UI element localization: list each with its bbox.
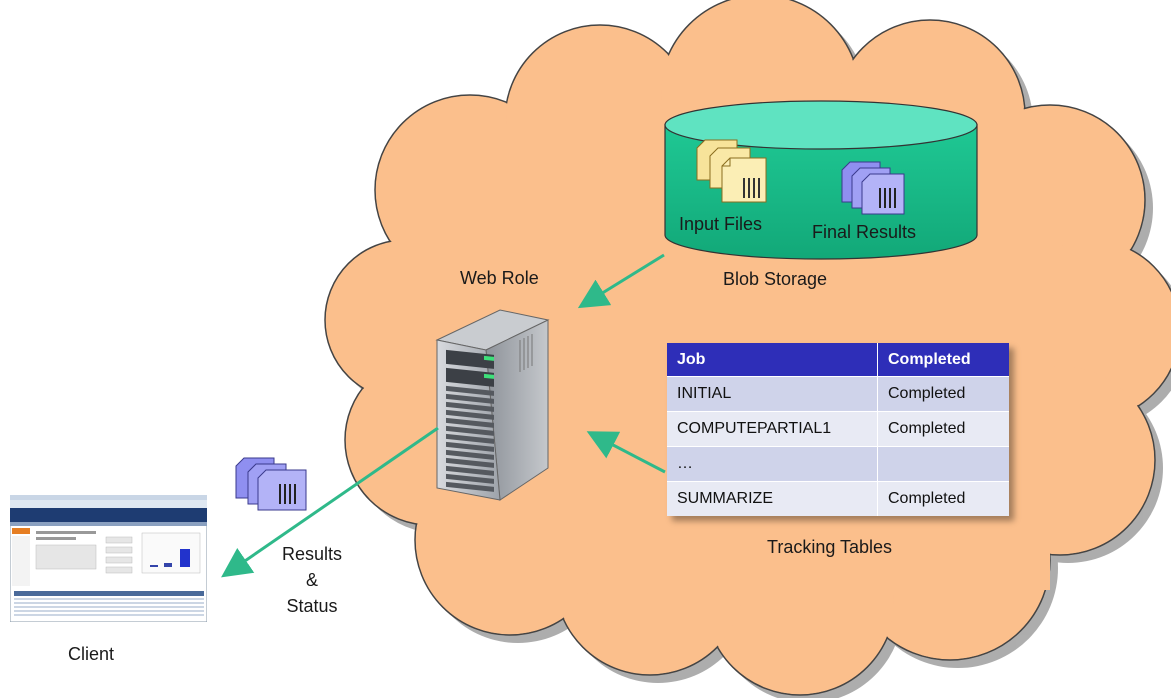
final-results-label: Final Results <box>812 222 917 242</box>
table-row: … <box>667 446 1009 482</box>
ampersand-line: & <box>305 570 318 590</box>
table-cell: Completed <box>877 411 1009 447</box>
results-files-icon <box>235 457 307 511</box>
blob-storage-label: Blob Storage <box>723 269 828 289</box>
final-results-icon <box>841 161 905 215</box>
table-cell <box>877 446 1009 482</box>
table-cell: Completed <box>877 481 1009 516</box>
web-role-label: Web Role <box>460 268 539 288</box>
column-header: Completed <box>877 343 1009 377</box>
server-icon <box>435 309 550 501</box>
arrow-webrole-to-client <box>221 426 439 578</box>
results-line: Results <box>281 544 343 564</box>
table-cell: … <box>667 446 878 482</box>
client-screenshot <box>10 495 207 622</box>
arrow-blob-to-webrole <box>577 253 665 309</box>
tracking-table: Job Completed INITIAL Completed COMPUTEP… <box>667 343 1009 516</box>
table-cell: Completed <box>877 376 1009 412</box>
arrow-table-to-webrole <box>586 431 666 474</box>
table-row: INITIAL Completed <box>667 376 1009 412</box>
table-cell: INITIAL <box>667 376 878 412</box>
table-cell: SUMMARIZE <box>667 481 878 516</box>
column-header: Job <box>667 343 878 377</box>
input-files-icon <box>696 139 767 203</box>
table-cell: COMPUTEPARTIAL1 <box>667 411 878 447</box>
client-label: Client <box>68 644 115 664</box>
table-row: SUMMARIZE Completed <box>667 481 1009 516</box>
input-files-label: Input Files <box>679 214 763 234</box>
table-row: COMPUTEPARTIAL1 Completed <box>667 411 1009 447</box>
status-line: Status <box>286 596 338 616</box>
table-header-row: Job Completed <box>667 343 1009 377</box>
results-status-label: Results & Status <box>272 541 352 619</box>
tracking-tables-label: Tracking Tables <box>767 537 893 557</box>
